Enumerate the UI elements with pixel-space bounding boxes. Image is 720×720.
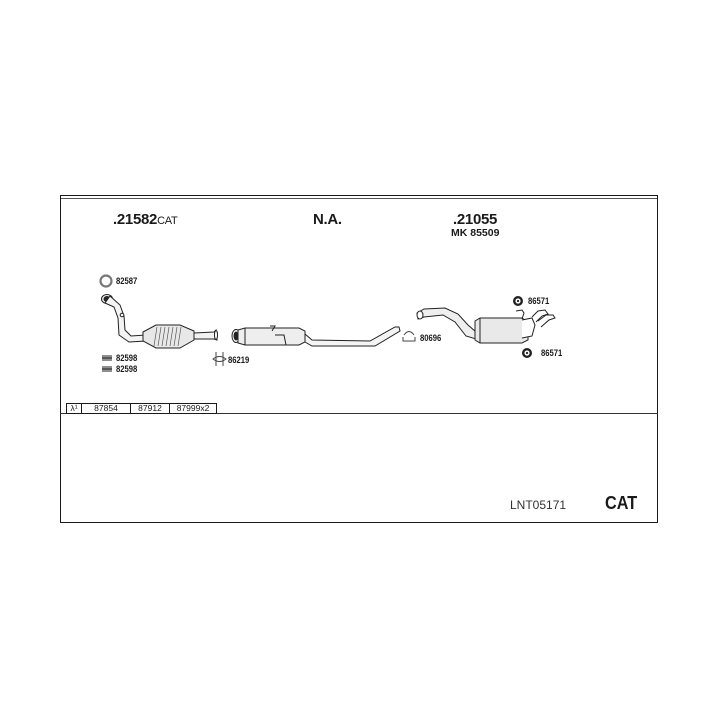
group-3-label: .21055 [453,212,497,227]
group-2-number: N.A. [313,211,342,228]
clamp-icon [402,331,416,342]
lambda-symbol: λ¹ [66,403,82,414]
rear-silencer-icon [416,307,556,344]
catalytic-converter-icon [101,294,218,349]
part-label-spring-1: 82598 [116,353,138,363]
rubber-mount-icon [513,296,523,306]
frame-top-border [60,195,658,199]
type-label: CAT [605,493,638,513]
group-1-number: .21582 [113,211,158,228]
table-row: λ¹ 87854 87912 87999x2 [66,403,217,414]
part-label-spring-2: 82598 [116,364,138,374]
spring-icon [102,355,112,361]
gasket-ring-icon [99,274,113,288]
lambda-value: 87912 [130,403,170,414]
reference-code: LNT05171 [510,498,567,512]
rubber-mount-icon [522,348,532,358]
group-3-number: .21055 [453,211,498,228]
group-2-label: N.A. [313,212,342,227]
clamp-icon [212,352,227,366]
part-label-clamp-mid: 80696 [420,333,442,343]
lambda-sensor-table: λ¹ 87854 87912 87999x2 [66,403,217,414]
part-label-rubber-bottom: 86571 [541,348,563,358]
diagram-frame [60,195,658,523]
lambda-value: 87999x2 [169,403,217,414]
spring-icon [102,366,112,372]
lambda-value: 87854 [81,403,131,414]
part-label-rubber-top: 86571 [528,296,550,306]
part-label-clamp-front: 86219 [228,355,250,365]
group-1-suffix: CAT [157,215,178,227]
section-divider [60,413,658,414]
part-label-gasket: 82587 [116,276,138,286]
mounting-kit-label: MK 85509 [451,227,500,239]
middle-silencer-icon [231,325,401,347]
group-1-label: .21582CAT [113,211,178,228]
